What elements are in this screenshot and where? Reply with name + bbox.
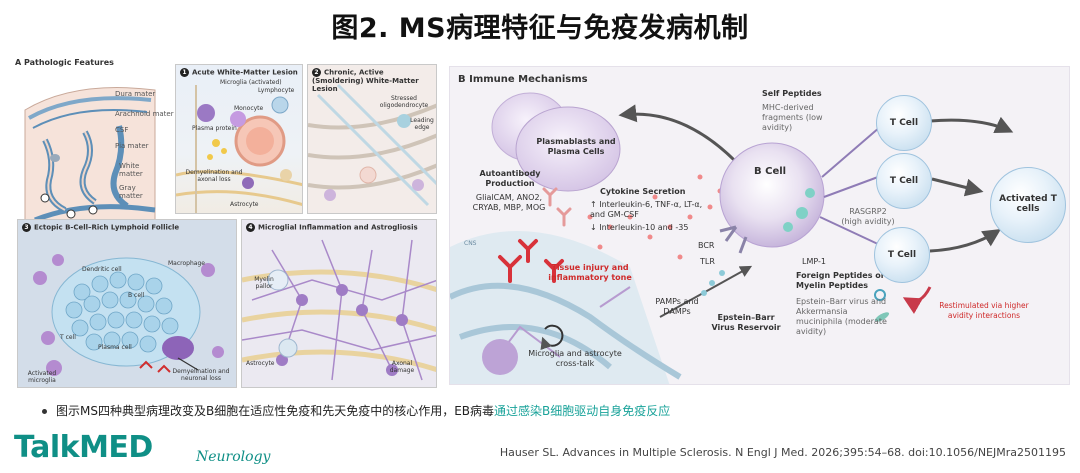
label-stressed-oligodendrocyte: Stressed oligodendrocyte	[379, 95, 429, 109]
acute-lesion-illustration	[176, 85, 302, 213]
t-cell-1: T Cell	[876, 95, 932, 151]
caption-text: 图示MS四种典型病理改变及B细胞在适应性免疫和先天免疫中的核心作用，EB病毒	[56, 404, 495, 418]
b-cell-label: B Cell	[754, 166, 787, 177]
foreign-peptides-title: Foreign Peptides or Myelin Peptides	[796, 271, 885, 290]
bullet-dot	[42, 409, 47, 414]
tissue-injury-label: Tissue injury and inflammatory tone	[548, 263, 632, 282]
t-cell-3: T Cell	[874, 227, 930, 283]
talkmed-logo: TalkMED	[14, 430, 153, 465]
self-peptides-label: Self Peptides	[762, 89, 822, 98]
autoantibody-items: GlialCAM, ANO2, CRYAB, MBP, MOG	[472, 193, 546, 212]
label-myelin-pallor: Myelin pallor	[254, 276, 274, 290]
bcr-label: BCR	[698, 241, 715, 250]
label-lymphocyte: Lymphocyte	[258, 87, 295, 94]
subpanel-3-title-text: Ectopic B-Cell–Rich Lymphoid Follicle	[34, 223, 180, 232]
t-cell-1-label: T Cell	[889, 118, 919, 128]
t-cell-2: T Cell	[876, 153, 932, 209]
t-cell-2-label: T Cell	[889, 176, 919, 186]
label-demyelination: Demyelination and axonal loss	[185, 169, 243, 183]
subpanel-4-number: 4	[246, 223, 255, 232]
label-leading-edge: Leading edge	[410, 117, 434, 131]
subpanel-2-title-text: Chronic, Active (Smoldering) White-Matte…	[312, 68, 419, 93]
mhc-fragments-label: MHC-derived fragments (low avidity)	[762, 103, 823, 132]
anat-csf: CSF	[115, 126, 129, 134]
citation: Hauser SL. Advances in Multiple Sclerosi…	[499, 446, 1066, 459]
label-plasma-cell: Plasma cell	[98, 344, 132, 351]
subpanel-1-number: 1	[180, 68, 189, 77]
restimulated-label: Restimulated via higher avidity interact…	[939, 301, 1029, 320]
label-astrocyte-2: Astrocyte	[246, 360, 275, 367]
panel-a-pathologic-features: A Pathologic Features Dura mater Arachno…	[15, 56, 437, 388]
plasma-cells-label: Plasmablasts and Plasma Cells	[536, 137, 616, 156]
label-monocyte: Monocyte	[234, 105, 264, 112]
cytokine-title: Cytokine Secretion	[600, 187, 686, 196]
label-activated-microglia: Activated microglia	[27, 370, 57, 384]
t-cell-3-label: T Cell	[887, 250, 917, 260]
label-dendritic-cell: Dendritic cell	[82, 266, 122, 273]
label-microglia: Microglia (activated)	[220, 79, 282, 86]
foreign-peptides-desc: Epstein–Barr virus and Akkermansia mucin…	[796, 297, 887, 336]
ebv-reservoir-label: Epstein–Barr Virus Reservoir	[711, 313, 781, 332]
microglial-illustration	[242, 239, 436, 381]
anat-pia-mater: Pia mater	[115, 142, 149, 150]
subpanel-4-title-text: Microglial Inflammation and Astrogliosis	[258, 223, 418, 232]
panel-b-label: B Immune Mechanisms	[458, 74, 588, 85]
pamps-damps-label: PAMPs and DAMPs	[655, 297, 699, 316]
label-plasma-protein: Plasma protein	[192, 125, 237, 132]
label-macrophage: Macrophage	[168, 260, 205, 267]
page-title: 图2. MS病理特征与免疫发病机制	[331, 13, 749, 44]
subpanel-3-number: 3	[22, 223, 31, 232]
label-t-cell: T cell	[60, 334, 76, 341]
tlr-label: TLR	[700, 257, 715, 266]
anat-white-matter: White matter	[119, 162, 143, 178]
cytokine-up: ↑ Interleukin-6, TNF-α, LT-α, and GM-CSF	[590, 200, 703, 219]
subpanel-2-number: 2	[312, 68, 321, 77]
label-demyelination-neuronal-loss: Demyelination and neuronal loss	[172, 368, 230, 382]
autoantibody-title: Autoantibody Production	[479, 169, 541, 188]
label-b-cell: B cell	[128, 292, 145, 299]
activated-t-cells: Activated T cells	[990, 167, 1066, 243]
panel-a-label: A Pathologic Features	[15, 58, 114, 67]
cns-label: CNS	[464, 240, 477, 247]
chronic-lesion-illustration	[308, 83, 436, 207]
panel-b-immune-mechanisms: B Immune Mechanisms	[449, 66, 1070, 385]
caption-highlight: 通过感染B细胞驱动自身免疫反应	[494, 404, 671, 418]
immune-mechanisms-illustration	[450, 92, 1014, 384]
cytokine-down: ↓ Interleukin-10 and -35	[590, 223, 689, 232]
neurology-label: Neurology	[196, 449, 271, 465]
crosstalk-label: Microglia and astrocyte cross-talk	[528, 349, 622, 368]
lmp1-label: LMP-1	[802, 257, 826, 266]
follicle-illustration	[33, 254, 224, 376]
anat-arachnoid-mater: Arachnoid mater	[115, 110, 174, 118]
activated-t-cells-label: Activated T cells	[999, 194, 1057, 214]
rasgrp2-label: RASGRP2 (high avidity)	[841, 207, 895, 226]
subpanel-1-title-text: Acute White-Matter Lesion	[192, 68, 298, 77]
label-axonal-damage: Axonal damage	[389, 360, 415, 374]
anat-gray-matter: Gray matter	[119, 184, 143, 200]
caption-bullet: 图示MS四种典型病理改变及B细胞在适应性免疫和先天免疫中的核心作用，EB病毒通过…	[42, 402, 670, 419]
anat-dura-mater: Dura mater	[115, 90, 156, 98]
label-astrocyte: Astrocyte	[230, 201, 259, 208]
